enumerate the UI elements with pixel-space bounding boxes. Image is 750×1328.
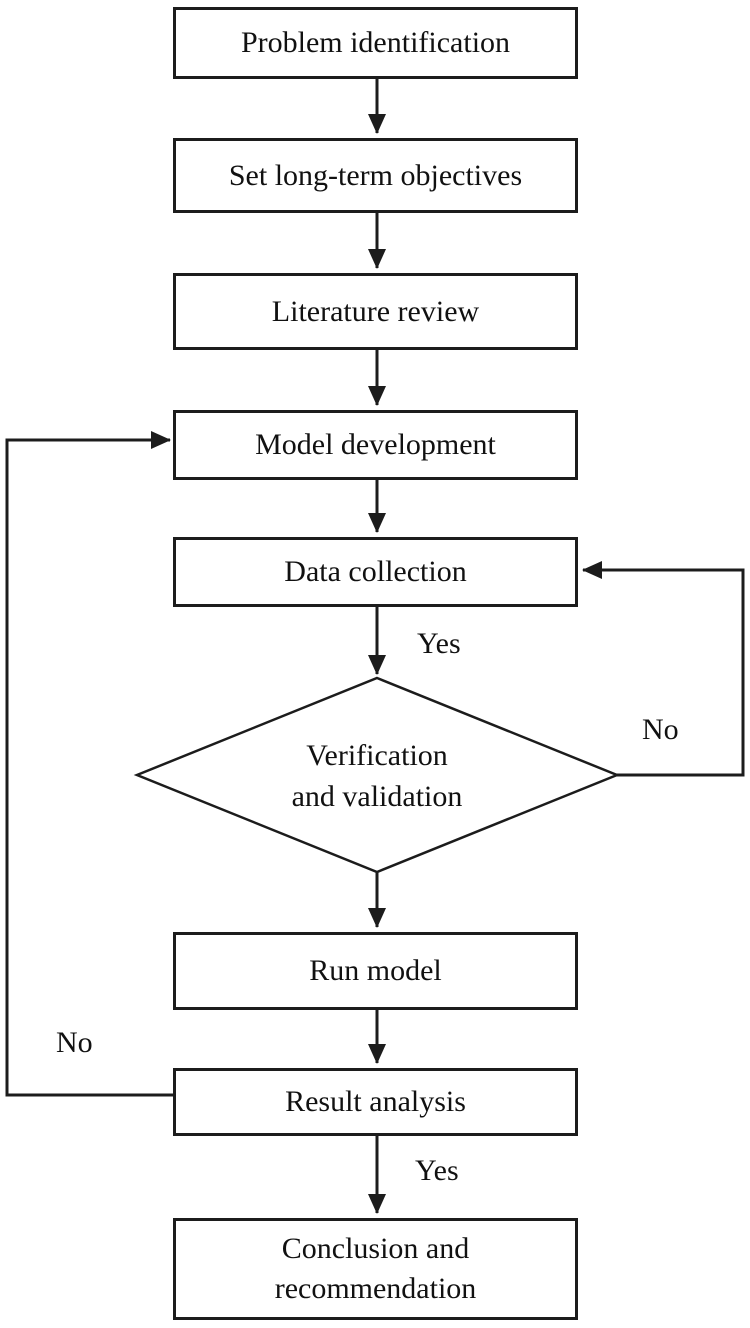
edge-label-yes-result-to-conclusion: Yes xyxy=(415,1154,459,1187)
edge-verification-to-data-no-loop xyxy=(582,561,745,777)
node-label-line2: and validation xyxy=(291,780,463,813)
edge-label-no-verification-loop: No xyxy=(642,713,679,746)
node-conclusion-and-recommendation: Conclusion and recommendation xyxy=(173,1218,578,1320)
node-label-line2: recommendation xyxy=(274,1272,477,1305)
node-model-development: Model development xyxy=(173,410,578,480)
node-label: Set long-term objectives xyxy=(228,158,523,192)
edge-result-to-model-no-loop xyxy=(5,431,174,1097)
node-label: Model development xyxy=(255,428,496,461)
decision-diamond-shape xyxy=(133,676,621,874)
node-run-model: Run model xyxy=(173,932,578,1010)
node-data-collection: Data collection xyxy=(173,537,578,607)
node-label: Problem identification xyxy=(240,26,511,59)
node-label: Result analysis xyxy=(285,1085,466,1118)
node-set-long-term-objectives: Set long-term objectives xyxy=(173,138,578,213)
node-problem-identification: Problem identification xyxy=(173,7,578,79)
node-verification-and-validation: Verification and validation xyxy=(237,735,517,817)
node-label-line1: Conclusion and xyxy=(281,1232,470,1265)
node-label-line1: Verification xyxy=(306,739,448,772)
node-result-analysis: Result analysis xyxy=(173,1068,578,1136)
node-label: Literature review xyxy=(271,294,480,328)
node-label: Run model xyxy=(309,954,442,987)
node-literature-review: Literature review xyxy=(173,273,578,350)
node-label: Data collection xyxy=(284,555,467,588)
edge-label-yes-data-to-verification: Yes xyxy=(417,627,461,660)
edge-label-no-result-loop: No xyxy=(56,1026,93,1059)
